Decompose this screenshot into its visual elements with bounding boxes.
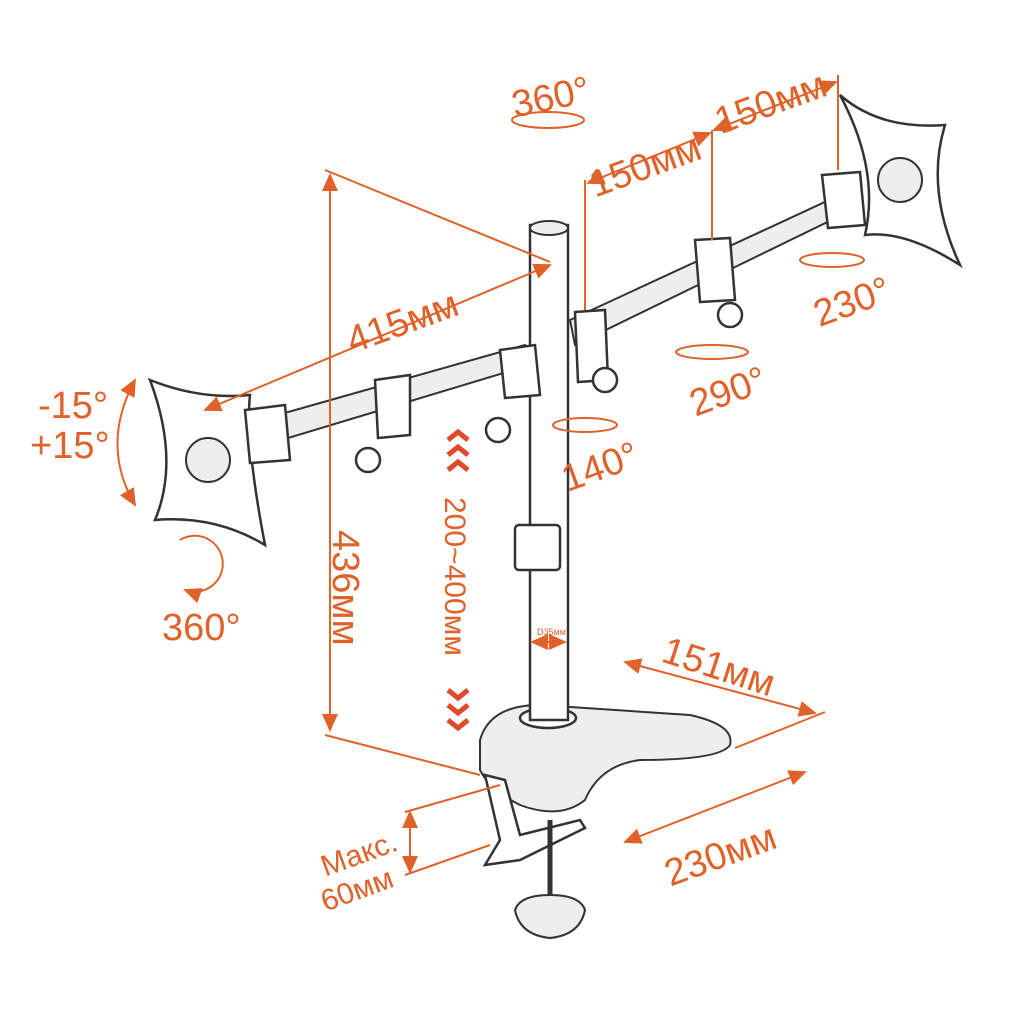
plate-rotation-arrow-icon xyxy=(179,534,224,604)
reach-dim xyxy=(203,263,552,412)
tilt-arrow-icon xyxy=(116,378,137,507)
cable-hook xyxy=(354,446,382,474)
tilt-minus-label: -15° xyxy=(38,385,108,427)
cable-hook xyxy=(484,416,512,444)
arm-segment-2-label: 150мм xyxy=(709,64,832,143)
right-plate-hub xyxy=(877,157,923,203)
left-head xyxy=(243,403,292,465)
arm-reach-label: 415мм xyxy=(341,283,464,362)
base-depth-label: 230мм xyxy=(659,816,782,895)
arm-segment-1-label: 150мм xyxy=(584,127,707,206)
labels: 360° 150мм 150мм 415мм -15° +15° 436мм 2… xyxy=(30,64,896,919)
mount-illustration xyxy=(147,94,963,940)
cable-hook xyxy=(716,301,744,329)
segment2-dim xyxy=(712,80,838,132)
left-arm-joint-1 xyxy=(373,373,412,440)
ext-line xyxy=(404,844,491,876)
rotation-arrow-icon xyxy=(799,252,865,268)
cable-hook xyxy=(591,366,619,394)
head-rotation-label: 230° xyxy=(808,269,896,335)
base xyxy=(479,703,732,813)
plate-rotation-label: 360° xyxy=(162,607,241,649)
clamp-knob xyxy=(513,893,587,940)
arm-rotation-label: 290° xyxy=(684,359,772,425)
rotation-arrow-icon xyxy=(675,344,749,360)
left-plate-hub xyxy=(185,437,231,483)
height-range-chevrons xyxy=(446,428,470,732)
height-range-label: 200~400мм xyxy=(438,497,471,656)
ext-line xyxy=(324,734,481,776)
dimension-lines xyxy=(116,75,865,876)
ext-line xyxy=(404,784,501,813)
clamp xyxy=(482,773,587,867)
pole-cap xyxy=(529,220,569,236)
top-rotation-label: 360° xyxy=(508,69,594,126)
right-head xyxy=(820,170,867,230)
base-depth-dim xyxy=(623,770,807,844)
left-arm-joint-2 xyxy=(498,343,542,400)
total-height-label: 436мм xyxy=(324,530,366,646)
pole-diameter-label: D35мм xyxy=(537,627,566,637)
rotation-arrow-icon xyxy=(511,111,585,129)
rotation-arrow-icon xyxy=(552,417,618,433)
base-width-label: 151мм xyxy=(657,630,780,706)
base-width-dim xyxy=(623,658,817,717)
ext-line xyxy=(734,711,826,749)
ext-line xyxy=(324,169,551,263)
segment1-dim xyxy=(586,131,712,185)
right-arm-joint-2 xyxy=(693,236,737,304)
cable-clip xyxy=(513,523,562,572)
pole-rotation-label: 140° xyxy=(556,434,644,500)
tilt-plus-label: +15° xyxy=(30,425,110,467)
